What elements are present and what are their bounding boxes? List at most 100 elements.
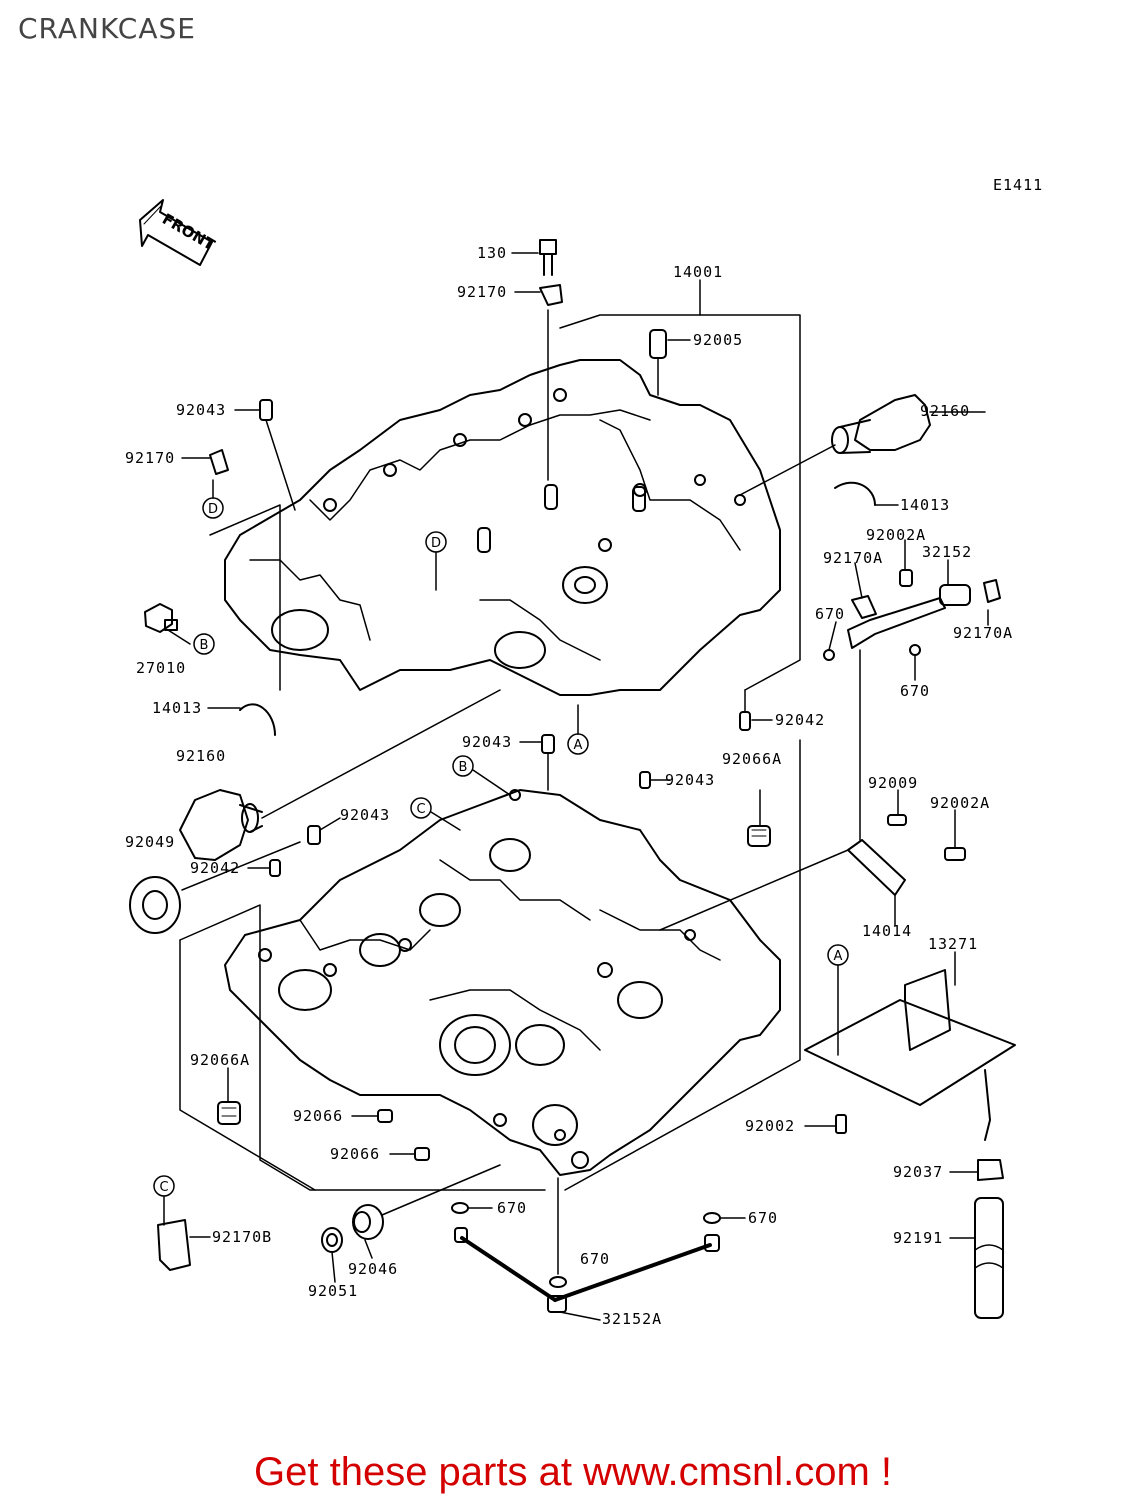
promo-link[interactable]: Get these parts at www.cmsnl.com !: [254, 1450, 892, 1494]
part-label: 92066A: [722, 750, 782, 768]
clamp-92170-top: [539, 284, 563, 306]
half-ring-14013-left: [239, 703, 276, 736]
part-label: 92002A: [930, 794, 990, 812]
dowel-92043-c: [639, 771, 651, 789]
dowel-92005: [649, 329, 667, 359]
page-title: CRANKCASE: [18, 12, 196, 45]
part-label: 130: [477, 244, 507, 262]
plug-92066-a: [377, 1109, 393, 1123]
upper-crankcase: [224, 359, 781, 696]
o-ring-670-e: [549, 1276, 567, 1288]
plug-92066A-left: [217, 1101, 241, 1125]
part-label: 14013: [152, 699, 202, 717]
lower-crankcase: [224, 789, 781, 1176]
part-label: 92042: [190, 859, 240, 877]
part-label: 670: [580, 1250, 610, 1268]
part-label: 92042: [775, 711, 825, 729]
front-arrow-label: FRONT: [159, 210, 218, 255]
part-label: 14014: [862, 922, 912, 940]
dowel-92042-a: [739, 711, 751, 731]
o-ring-670-c: [451, 1202, 469, 1214]
clamp-92037: [977, 1159, 1004, 1181]
part-label: 92170A: [823, 549, 883, 567]
plug-92066A-right: [747, 825, 771, 847]
part-label: 92160: [176, 747, 226, 765]
part-label: 670: [748, 1209, 778, 1227]
part-label: 92043: [462, 733, 512, 751]
part-label: 92005: [693, 331, 743, 349]
ref-letter-c-2: C: [159, 1180, 168, 1195]
part-label: 32152A: [602, 1310, 662, 1328]
ref-letter-a: A: [574, 738, 583, 753]
ref-letter-a-2: A: [834, 949, 843, 964]
part-label: 32152: [922, 543, 972, 561]
part-label: 13271: [928, 935, 978, 953]
clamp-92170A-a: [851, 595, 877, 619]
part-label: 92191: [893, 1229, 943, 1247]
part-label: 92066A: [190, 1051, 250, 1069]
bolt-92002A-a: [899, 569, 913, 587]
plug-92066-b: [414, 1147, 430, 1161]
washer-92051: [321, 1227, 343, 1253]
dowel-92043-a: [259, 399, 273, 421]
bolt-130: [539, 239, 557, 481]
part-label: 670: [815, 605, 845, 623]
part-label: 92170B: [212, 1228, 272, 1246]
switch-27010: [144, 603, 178, 633]
clamp-92170B: [157, 1219, 191, 1271]
dowel-92043-d: [307, 825, 321, 845]
ref-letter-b-2: B: [459, 760, 468, 775]
ref-circle-c: [410, 797, 432, 819]
part-label: 670: [497, 1199, 527, 1217]
part-label: 92043: [176, 401, 226, 419]
oil-filter-92160-left: [179, 689, 501, 861]
part-label: 92002A: [866, 526, 926, 544]
ref-circle-b: [193, 633, 215, 655]
part-label: 92049: [125, 833, 175, 851]
oil-pipe-32152: [823, 569, 1001, 661]
part-label: 92043: [340, 806, 390, 824]
oil-filter-92160-right: [739, 394, 986, 496]
part-label: 14013: [900, 496, 950, 514]
o-ring-670-b: [909, 644, 921, 656]
promo-banner: Get these parts at www.cmsnl.com !: [0, 1450, 1146, 1495]
part-label: 92043: [665, 771, 715, 789]
part-label: 92160: [920, 402, 970, 420]
bearing-92046: [352, 1164, 501, 1240]
ref-letter-b: B: [200, 638, 209, 653]
hose-92191: [974, 1197, 1004, 1319]
part-label: 27010: [136, 659, 186, 677]
part-label: 92037: [893, 1163, 943, 1181]
oil-pan-baffle-13271: [804, 969, 1016, 1141]
crankcase-parts-diagram: E1411 FRONT: [125, 176, 1043, 1328]
plate-14014: [659, 649, 966, 931]
bolt-92002A-b: [944, 847, 966, 861]
ref-circle-b-2: [452, 755, 474, 777]
ref-letter-d: D: [208, 502, 218, 517]
part-label: 92170: [457, 283, 507, 301]
part-label: 92046: [348, 1260, 398, 1278]
half-ring-14013-right: [834, 481, 876, 506]
part-label: 92009: [868, 774, 918, 792]
part-label: 92170A: [953, 624, 1013, 642]
oil-seal-92049: [129, 841, 301, 934]
oil-pipe-32152A: [451, 1177, 721, 1313]
clamp-92170A-b: [983, 579, 1001, 603]
part-label: 92066: [330, 1145, 380, 1163]
diagram-code: E1411: [993, 176, 1043, 194]
part-label: 92002: [745, 1117, 795, 1135]
o-ring-670-a: [823, 649, 835, 661]
part-label: 14001: [673, 263, 723, 281]
front-arrow-icon: FRONT: [139, 199, 218, 266]
part-label: 92170: [125, 449, 175, 467]
bolt-92009: [887, 814, 907, 826]
clamp-92170-left: [209, 449, 229, 475]
part-label: 92066: [293, 1107, 343, 1125]
ref-letter-d-2: D: [431, 536, 441, 551]
dowel-92043-b: [541, 734, 555, 754]
dowel-92042-b: [269, 859, 281, 877]
part-label: 670: [900, 682, 930, 700]
o-ring-670-d: [703, 1212, 721, 1224]
ref-letter-c: C: [416, 802, 425, 817]
part-label: 92051: [308, 1282, 358, 1300]
